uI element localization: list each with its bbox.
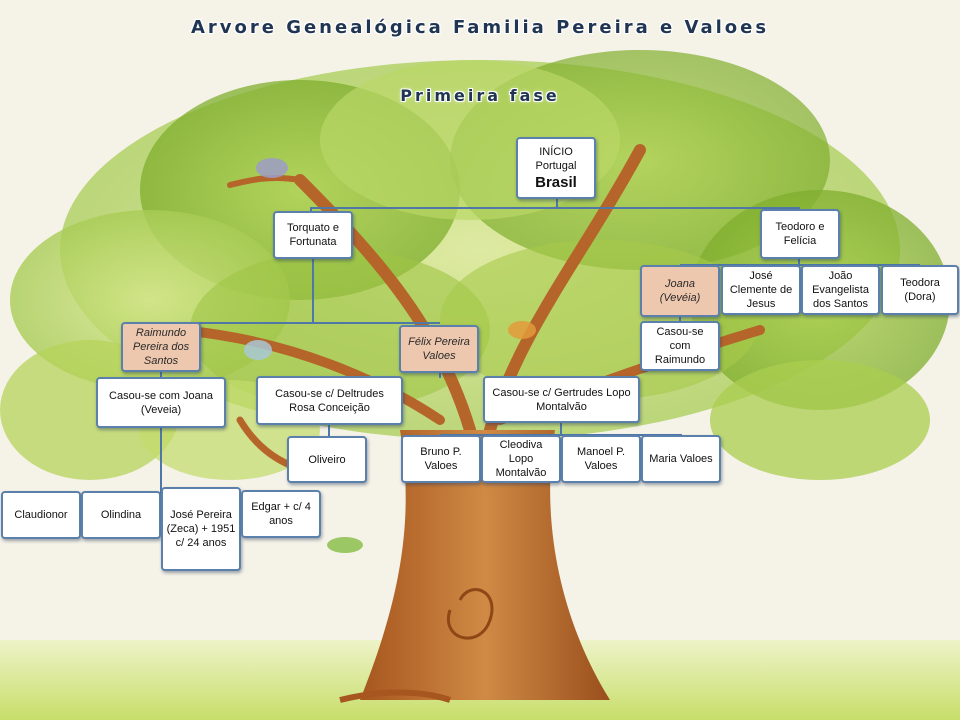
node-cleodiva: Cleodiva Lopo Montalvão: [481, 435, 561, 483]
node-maria: Maria Valoes: [641, 435, 721, 483]
connector: [310, 207, 312, 213]
node-inicio-line1: INÍCIO: [539, 145, 573, 158]
node-olindina: Olindina: [81, 491, 161, 539]
node-edgar: Edgar + c/ 4 anos: [241, 490, 321, 538]
node-jose-clemente: José Clemente de Jesus: [721, 265, 801, 315]
connector: [312, 258, 314, 324]
connector: [328, 424, 330, 436]
diagram-subtitle: Primeira fase: [400, 86, 560, 105]
node-casou-deltrudes: Casou-se c/ Deltrudes Rosa Conceição: [256, 376, 403, 425]
connector: [439, 372, 441, 378]
connector: [310, 207, 800, 209]
node-casou-joana: Casou-se com Joana (Veveia): [96, 377, 226, 428]
node-oliveiro: Oliveiro: [287, 436, 367, 483]
node-raimundo: Raimundo Pereira dos Santos: [121, 322, 201, 372]
node-manoel: Manoel P. Valoes: [561, 435, 641, 483]
node-inicio-line3: Brasil: [535, 173, 577, 191]
diagram-title: Arvore Genealógica Familia Pereira e Val…: [190, 17, 770, 38]
node-teodoro-felicia: Teodoro e Felícia: [760, 209, 840, 259]
node-joana-veveia: Joana (Vevéia): [640, 265, 720, 317]
connector: [680, 264, 920, 266]
node-joao-evangelista: João Evangelista dos Santos: [801, 265, 880, 315]
connector: [160, 370, 162, 378]
node-inicio-line2: Portugal: [535, 159, 577, 172]
node-bruno: Bruno P. Valoes: [401, 435, 481, 483]
connector: [679, 316, 681, 322]
connector: [560, 422, 562, 436]
node-jose-pereira: José Pereira (Zeca) + 1951 c/ 24 anos: [161, 487, 241, 571]
node-claudionor: Claudionor: [1, 491, 81, 539]
node-casou-gertrudes: Casou-se c/ Gertrudes Lopo Montalvão: [483, 376, 640, 423]
connector: [556, 198, 558, 208]
node-felix: Félix Pereira Valoes: [399, 325, 479, 373]
node-casou-raimundo: Casou-se com Raimundo: [640, 321, 720, 371]
connector: [160, 428, 162, 520]
node-torquato-fortunata: Torquato e Fortunata: [273, 211, 353, 259]
connector: [440, 434, 682, 436]
node-teodora-dora: Teodora (Dora): [881, 265, 959, 315]
connector: [798, 258, 800, 266]
connector: [160, 322, 440, 324]
node-inicio: INÍCIO Portugal Brasil: [516, 137, 596, 199]
